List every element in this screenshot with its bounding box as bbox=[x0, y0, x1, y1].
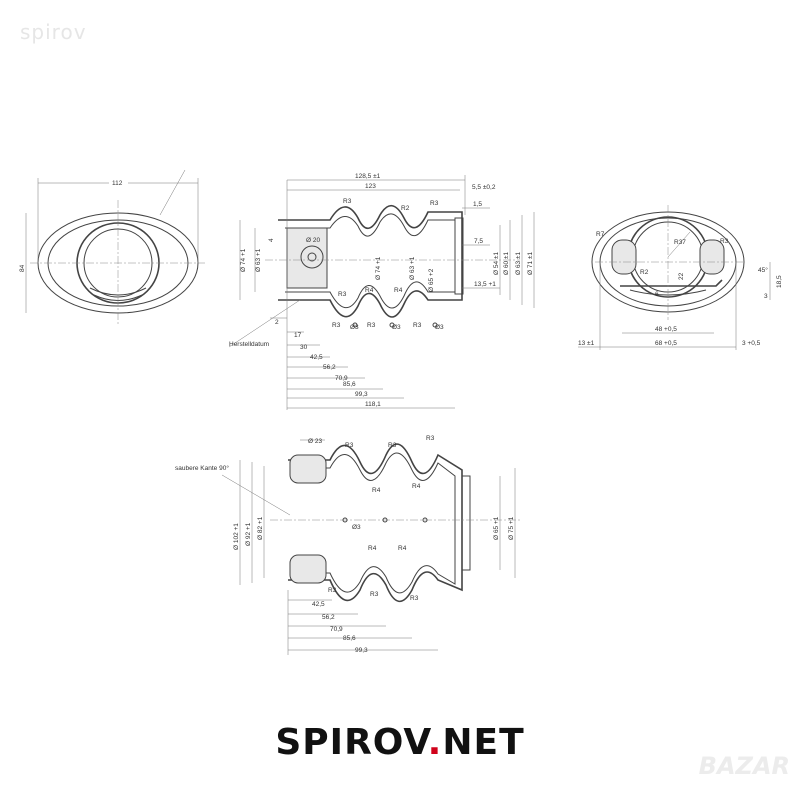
dim-70: 70,9 bbox=[335, 375, 348, 382]
hole-1: Ø3 bbox=[350, 324, 359, 331]
radius-inner-2: R4 bbox=[394, 287, 403, 294]
dim-13: 13 ±1 bbox=[578, 340, 595, 347]
dim-42: 42,5 bbox=[310, 354, 323, 361]
top-radius-6: R4 bbox=[368, 545, 377, 552]
inner-step: 13,5 +1 bbox=[474, 281, 496, 288]
front-height-label: 84 bbox=[19, 264, 26, 272]
dia-75: Ø 75 +1 bbox=[508, 516, 515, 540]
dim-48: 48 +0,5 bbox=[655, 326, 677, 333]
dim-17: 17 bbox=[294, 332, 302, 339]
brand-dot: . bbox=[427, 722, 443, 763]
radius-large: R37 bbox=[674, 239, 686, 246]
dim-18: 18,5 bbox=[776, 275, 783, 288]
dim-6: 6 bbox=[655, 291, 659, 298]
flange-offset: 5,5 ±0,2 bbox=[472, 184, 496, 191]
end-view: R37 R7 R3 R2 22 6 45° 18,5 3 48 +0,5 68 … bbox=[578, 205, 783, 350]
dim-3: 3 bbox=[764, 293, 768, 300]
front-view: 112 84 bbox=[19, 169, 205, 325]
radius-inner-1: R4 bbox=[365, 287, 374, 294]
dia-right-2: Ø 60 ±1 bbox=[503, 252, 510, 275]
watermark-spirov: spirov bbox=[20, 20, 87, 44]
dia-inner-left: Ø 63 +1 bbox=[255, 248, 262, 272]
top-dia-boss: Ø 23 bbox=[308, 438, 322, 445]
dim-56: 56,2 bbox=[323, 364, 336, 371]
brand-suffix: NET bbox=[442, 722, 525, 763]
dia-mid-inner: Ø 63 +1 bbox=[409, 256, 416, 280]
hole-3: Ø3 bbox=[435, 324, 444, 331]
side-section-view: 128,5 ±1 123 5,5 ±0,2 1,5 7,5 13,5 +1 Ø … bbox=[228, 173, 535, 410]
dim-30: 30 bbox=[300, 344, 308, 351]
radius-small: R2 bbox=[640, 269, 649, 276]
radius-top-3: R3 bbox=[430, 200, 439, 207]
watermark-bazar: BAZAR bbox=[698, 752, 790, 780]
top-radius-4: R4 bbox=[372, 487, 381, 494]
radius-left: R7 bbox=[596, 231, 605, 238]
dim-22: 22 bbox=[678, 272, 685, 280]
radius-inner-3: R3 bbox=[338, 291, 347, 298]
dim-3b: 3 +0,5 bbox=[742, 340, 761, 347]
top-dim-42: 42,5 bbox=[312, 601, 325, 608]
top-dim-85: 85,6 bbox=[343, 635, 356, 642]
dim-85: 85,6 bbox=[343, 381, 356, 388]
radius-top-2: R2 bbox=[401, 205, 410, 212]
dia-boss: Ø 20 bbox=[306, 237, 320, 244]
dia-102: Ø 102 +1 bbox=[233, 523, 240, 550]
dim-99: 99,3 bbox=[355, 391, 368, 398]
brand-logo: SPIROV.NET bbox=[0, 722, 800, 763]
top-dim-99: 99,3 bbox=[355, 647, 368, 654]
dia-65: Ø 65 +1 bbox=[493, 516, 500, 540]
radius-bottom-1: R3 bbox=[332, 322, 341, 329]
radius-right: R3 bbox=[720, 238, 729, 245]
dia-outer-left: Ø 74 +1 bbox=[240, 248, 247, 272]
top-section-view: Ø 23 Ø 102 +1 Ø 92 +1 Ø 82 +1 Ø 65 +1 Ø … bbox=[175, 435, 520, 655]
top-radius-3: R3 bbox=[426, 435, 435, 442]
top-radius-2: R3 bbox=[388, 442, 397, 449]
hole-2: Ø3 bbox=[392, 324, 401, 331]
radius-bottom-2: R3 bbox=[367, 322, 376, 329]
dia-right-3: Ø 63 ±1 bbox=[515, 252, 522, 275]
dia-mid: Ø 74 +1 bbox=[375, 256, 382, 280]
dia-right-4: Ø 71 ±1 bbox=[527, 252, 534, 275]
top-radius-1: R3 bbox=[345, 442, 354, 449]
top-radius-9: R3 bbox=[370, 591, 379, 598]
dim-118: 118,1 bbox=[365, 401, 381, 408]
top-radius-5: R4 bbox=[412, 483, 421, 490]
saubere-kante-label: saubere Kante 90° bbox=[175, 464, 229, 472]
wall-thickness: 1,5 bbox=[473, 201, 482, 208]
dia-92: Ø 92 +1 bbox=[245, 522, 252, 546]
boss-height: 4 bbox=[268, 238, 275, 242]
radius-top-1: R3 bbox=[343, 198, 352, 205]
top-radius-7: R4 bbox=[398, 545, 407, 552]
front-width-label: 112 bbox=[112, 180, 123, 187]
dia-82: Ø 82 +1 bbox=[257, 516, 264, 540]
top-radius-10: R3 bbox=[410, 595, 419, 602]
collar-length: 7,5 bbox=[474, 238, 483, 245]
top-dim-70: 70,9 bbox=[330, 626, 343, 633]
brand-prefix: SPIROV bbox=[275, 722, 428, 763]
step-small: 2 bbox=[275, 319, 279, 326]
angle: 45° bbox=[758, 266, 768, 274]
overall-length: 128,5 ±1 bbox=[355, 173, 381, 180]
dia-neck: Ø 65 +2 bbox=[428, 268, 435, 292]
herstelldatum-label: Herstelldatum bbox=[229, 341, 269, 348]
dim-68: 68 +0,5 bbox=[655, 340, 677, 347]
top-radius-8: R3 bbox=[328, 587, 337, 594]
top-dim-56: 56,2 bbox=[322, 614, 335, 621]
top-hole: Ø3 bbox=[352, 524, 361, 531]
radius-bottom-3: R3 bbox=[413, 322, 422, 329]
body-length: 123 bbox=[365, 183, 376, 190]
dia-right-1: Ø 54 ±1 bbox=[493, 252, 500, 275]
